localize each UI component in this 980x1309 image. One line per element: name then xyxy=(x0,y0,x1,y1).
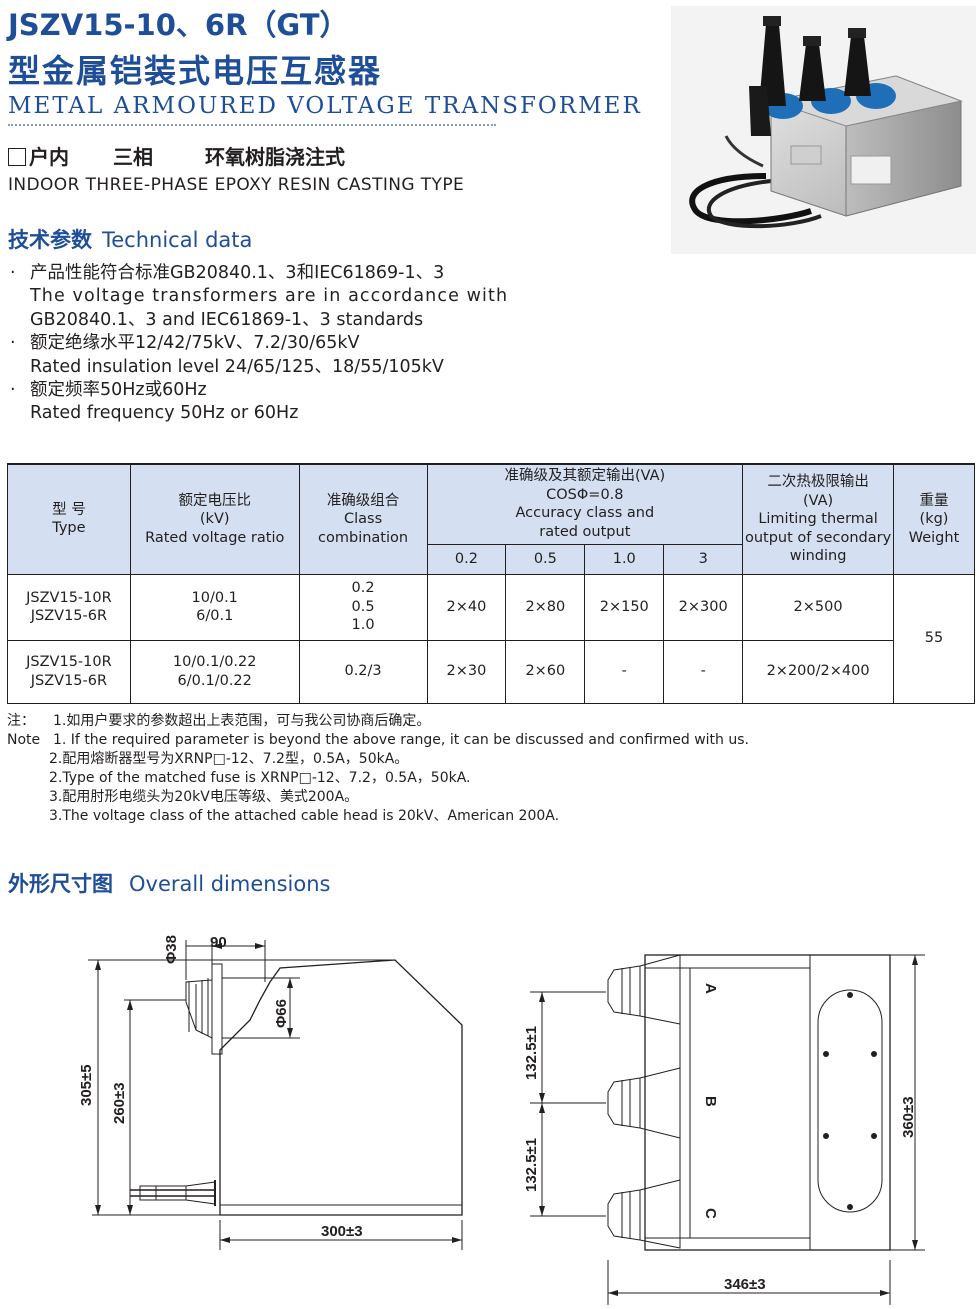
cell-v3: - xyxy=(663,639,744,704)
cell-thermal: 2×500 xyxy=(742,573,895,641)
phase-label-a: A xyxy=(702,983,719,994)
list-item: Rated insulation level 24/65/125、18/55/1… xyxy=(10,356,508,379)
cell-class: 0.2/3 xyxy=(298,639,428,704)
bullet-icon: · xyxy=(10,380,16,401)
cell-v05: 2×80 xyxy=(505,573,586,641)
dimensions-heading: 外形尺寸图 Overall dimensions xyxy=(8,868,330,898)
list-item: The voltage transformers are in accordan… xyxy=(10,285,508,308)
phase-label-b: B xyxy=(702,1096,719,1107)
dimension-arrows xyxy=(95,943,918,1296)
cover-bolts xyxy=(823,992,877,1210)
list-item: · 额定频率50Hz或60Hz xyxy=(10,379,508,402)
note-text: 3.The voltage class of the attached cabl… xyxy=(49,808,560,824)
model-title: JSZV15-10、6R（GT） xyxy=(8,8,349,42)
tech-line: GB20840.1、3 and IEC61869-1、3 standards xyxy=(30,309,424,330)
note-line: 2.Type of the matched fuse is XRNP□-12、7… xyxy=(7,769,749,788)
note-text: 2.配用熔断器型号为XRNP□-12、7.2型，0.5A，50kA。 xyxy=(49,751,409,767)
list-item: · 额定绝缘水平12/42/75kV、7.2/30/65kV xyxy=(10,332,508,355)
cell-v02: 2×40 xyxy=(426,573,507,641)
cell-v02: 2×30 xyxy=(426,639,507,704)
header-acc-05: 0.5 xyxy=(505,543,586,575)
note-line: 注： 1.如用户要求的参数超出上表范围，可与我公司协商后确定。 xyxy=(7,712,749,731)
dim-132-5-upper: 132.5±1 xyxy=(523,1026,540,1080)
tech-line: The voltage transformers are in accordan… xyxy=(30,286,509,307)
type-cn-indoor: 户内 xyxy=(29,145,69,169)
tech-line: 额定频率50Hz或60Hz xyxy=(30,380,207,401)
product-photo-illustration xyxy=(689,16,963,229)
dim-90: 90 xyxy=(210,934,227,951)
tech-line: Rated insulation level 24/65/125、18/55/1… xyxy=(30,356,444,377)
header-weight: 重量(kg)Weight xyxy=(893,463,975,575)
product-photo xyxy=(671,6,976,254)
checkbox-icon xyxy=(8,148,26,166)
dim-132-5-lower: 132.5±1 xyxy=(523,1138,540,1192)
tech-bullet-list: · 产品性能符合标准GB20840.1、3和IEC61869-1、3 The vo… xyxy=(10,262,508,426)
type-en: INDOOR THREE-PHASE EPOXY RESIN CASTING T… xyxy=(8,175,465,195)
note-text: 3.配用肘形电缆头为20kV电压等级、美式200A。 xyxy=(49,789,359,805)
dim-d66: Φ66 xyxy=(273,999,290,1028)
cell-weight: 55 xyxy=(893,573,975,704)
note-label-cn: 注： xyxy=(7,713,35,729)
tech-line: 额定绝缘水平12/42/75kV、7.2/30/65kV xyxy=(30,333,360,354)
dim-346: 346±3 xyxy=(724,1276,766,1293)
tech-heading-cn: 技术参数 xyxy=(8,228,92,252)
bullet-icon: · xyxy=(10,263,16,283)
bullet-icon: · xyxy=(10,333,16,354)
cell-v10: - xyxy=(584,639,665,704)
dim-d38: Φ38 xyxy=(163,935,180,964)
note-line: 2.配用熔断器型号为XRNP□-12、7.2型，0.5A，50kA。 xyxy=(7,750,749,769)
note-text: 1. If the required parameter is beyond t… xyxy=(53,732,749,748)
note-text: 1.如用户要求的参数超出上表范围，可与我公司协商后确定。 xyxy=(53,713,431,729)
header-acc-02: 0.2 xyxy=(426,543,507,575)
page-title-cn: 型金属铠装式电压互感器 xyxy=(8,52,383,90)
cell-v10: 2×150 xyxy=(584,573,665,641)
front-view-outline xyxy=(607,954,891,1251)
type-cn-three-phase: 三相 xyxy=(113,145,153,169)
dimension-drawing: 90 Φ38 Φ66 305±5 260±3 300±3 132.5±1 132… xyxy=(78,934,925,1305)
header-acc-3: 3 xyxy=(663,543,744,575)
dimensions-heading-en: Overall dimensions xyxy=(129,872,331,896)
type-cn: 户内 三相 环氧树脂浇注式 xyxy=(8,141,345,170)
note-text: 2.Type of the matched fuse is XRNP□-12、7… xyxy=(49,770,471,786)
tech-line: Rated frequency 50Hz or 60Hz xyxy=(30,403,299,424)
note-label-en: Note xyxy=(7,732,41,748)
cell-v3: 2×300 xyxy=(663,573,744,641)
cell-v05: 2×60 xyxy=(505,639,586,704)
dim-300: 300±3 xyxy=(321,1223,363,1240)
note-line: 3.The voltage class of the attached cabl… xyxy=(7,807,749,826)
header-ratio: 额定电压比(kV)Rated voltage ratio xyxy=(129,463,300,575)
list-item: Rated frequency 50Hz or 60Hz xyxy=(10,402,508,425)
list-item: GB20840.1、3 and IEC61869-1、3 standards xyxy=(10,309,508,332)
notes: 注： 1.如用户要求的参数超出上表范围，可与我公司协商后确定。 Note 1. If… xyxy=(7,712,749,826)
side-view-outline xyxy=(130,959,463,1216)
dim-260: 260±3 xyxy=(111,1082,128,1124)
tech-heading-en: Technical data xyxy=(102,228,253,252)
phase-label-c: C xyxy=(702,1208,719,1219)
tech-heading: 技术参数 Technical data xyxy=(8,224,252,254)
type-cn-epoxy: 环氧树脂浇注式 xyxy=(205,145,345,169)
header-acc-10: 1.0 xyxy=(584,543,665,575)
title-divider xyxy=(8,124,496,126)
dim-360: 360±3 xyxy=(900,1096,917,1138)
list-item: · 产品性能符合标准GB20840.1、3和IEC61869-1、3 xyxy=(10,262,508,285)
page-title-en: METAL ARMOURED VOLTAGE TRANSFORMER xyxy=(8,93,642,119)
dimensions-heading-cn: 外形尺寸图 xyxy=(8,872,113,896)
tech-line: 产品性能符合标准GB20840.1、3和IEC61869-1、3 xyxy=(30,263,445,283)
note-line: 3.配用肘形电缆头为20kV电压等级、美式200A。 xyxy=(7,788,749,807)
cell-thermal: 2×200/2×400 xyxy=(742,639,895,704)
note-line: Note 1. If the required parameter is beyo… xyxy=(7,731,749,750)
dim-305: 305±5 xyxy=(78,1064,95,1106)
